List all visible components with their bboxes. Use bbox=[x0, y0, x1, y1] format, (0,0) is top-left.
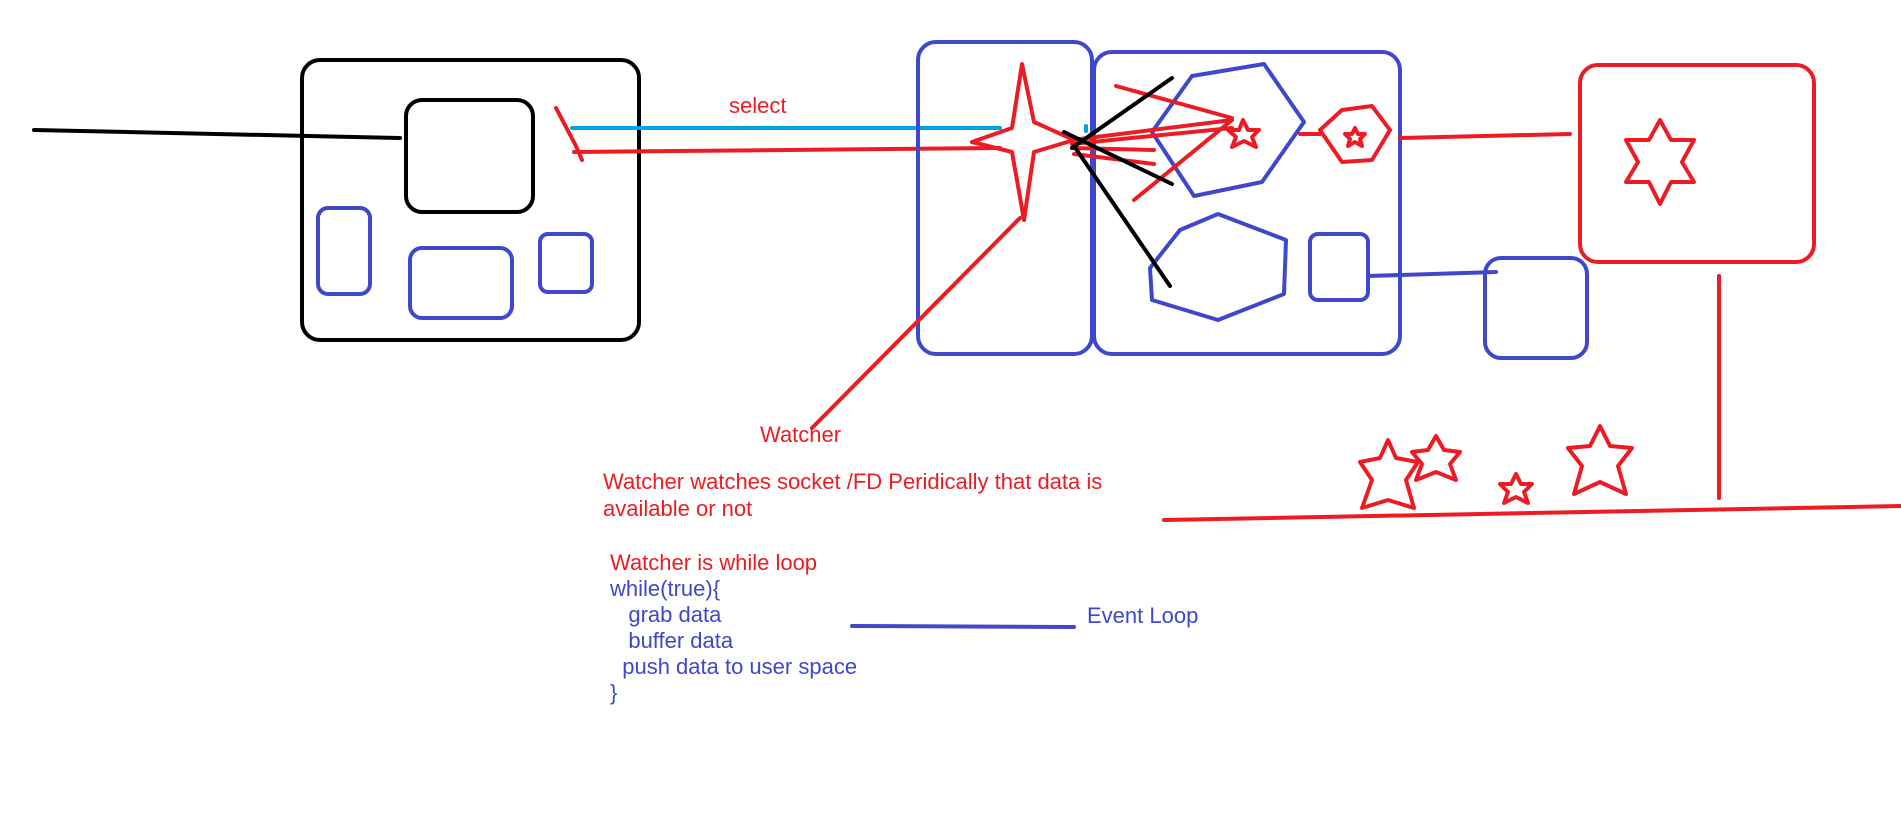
blue-connector bbox=[1366, 270, 1498, 278]
watcher-label: Watcher bbox=[760, 422, 841, 447]
client-outer-box bbox=[300, 58, 641, 342]
small-red-hexagon-star-icon bbox=[1343, 126, 1367, 148]
client-small-box-3 bbox=[538, 232, 594, 294]
client-small-box-1 bbox=[316, 206, 372, 296]
red-data-arrows bbox=[1070, 84, 1234, 202]
code-line-3: buffer data bbox=[610, 628, 734, 653]
event-loop-label: Event Loop bbox=[1087, 603, 1198, 628]
code-line-2: grab data bbox=[610, 602, 722, 627]
hexagon-small-star-icon bbox=[1226, 118, 1261, 149]
event-loop-line bbox=[850, 624, 1076, 629]
description-line-1: Watcher watches socket /FD Peridically t… bbox=[603, 469, 1102, 494]
small-red-hexagon bbox=[1318, 104, 1392, 164]
select-red-return-line bbox=[572, 146, 1002, 154]
client-inner-box bbox=[404, 98, 535, 214]
timeline-star-3-icon bbox=[1498, 472, 1534, 505]
user-space-box bbox=[1578, 63, 1816, 264]
code-line-5: } bbox=[610, 680, 617, 705]
code-line-1: while(true){ bbox=[609, 576, 720, 601]
socket-small-box bbox=[1308, 232, 1370, 302]
small-blue-box bbox=[1483, 256, 1589, 360]
hexagon-top bbox=[1150, 62, 1306, 198]
description-line-2: available or not bbox=[603, 496, 752, 521]
event-timeline bbox=[1162, 504, 1901, 522]
red-connector-2 bbox=[1398, 132, 1572, 140]
watcher-star bbox=[970, 62, 1076, 222]
return-arrow-head bbox=[554, 106, 584, 162]
watcher-pointer-line bbox=[810, 216, 1022, 430]
timeline-star-1-icon bbox=[1358, 438, 1420, 510]
watcher-column-box bbox=[916, 40, 1094, 356]
black-watch-lines bbox=[1062, 76, 1174, 288]
client-small-box-2 bbox=[408, 246, 514, 320]
code-line-4: push data to user space bbox=[610, 654, 857, 679]
user-space-star-icon bbox=[1624, 118, 1696, 206]
hexagon-bottom bbox=[1148, 212, 1288, 322]
loop-title: Watcher is while loop bbox=[610, 550, 817, 575]
select-label: select bbox=[729, 93, 786, 118]
client-system bbox=[32, 58, 641, 342]
socket-area-box bbox=[1092, 50, 1402, 356]
incoming-black-line bbox=[32, 128, 402, 140]
timeline-star-4-icon bbox=[1566, 424, 1634, 496]
timeline-star-2-icon bbox=[1410, 434, 1462, 482]
